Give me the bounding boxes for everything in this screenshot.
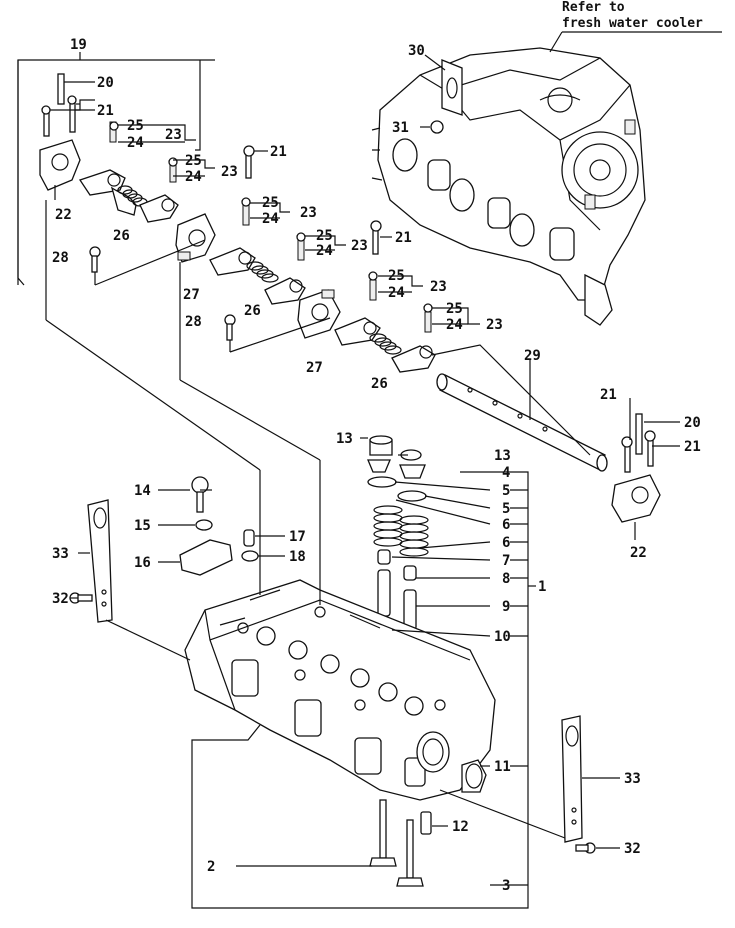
callout-27a: 27 [183, 287, 200, 303]
reference-note: Refer to fresh water cooler [562, 0, 703, 32]
callout-5a: 5 [502, 483, 510, 499]
rocker-support-27-b [297, 289, 341, 339]
callout-25f: 25 [446, 301, 463, 317]
callout-32b: 32 [624, 841, 641, 857]
lifting-bracket-right [561, 715, 596, 854]
callout-24d: 24 [316, 243, 333, 259]
callout-33b: 33 [624, 771, 641, 787]
callout-23f: 23 [486, 317, 503, 333]
callout-25d: 25 [316, 228, 333, 244]
callout-labels: 1 2 3 4 5 5 6 6 7 8 9 10 11 12 13 13 14 … [52, 37, 701, 894]
callout-9: 9 [502, 599, 510, 615]
callout-16: 16 [134, 555, 151, 571]
callout-23b: 23 [221, 164, 238, 180]
stud-bolts [41, 73, 95, 137]
callout-28b: 28 [185, 314, 202, 330]
injector-clamp-parts [179, 476, 259, 576]
callout-11: 11 [494, 759, 511, 775]
rocker-arm-set-3 [334, 271, 436, 373]
callout-26c: 26 [371, 376, 388, 392]
rocker-support-left [39, 139, 81, 200]
callout-8: 8 [502, 571, 510, 587]
callout-25a: 25 [127, 118, 144, 134]
fresh-water-cooler-housing [371, 47, 646, 326]
callout-24f: 24 [446, 317, 463, 333]
callout-23c: 23 [300, 205, 317, 221]
leader-lines [45, 54, 680, 909]
callout-1: 1 [538, 579, 546, 595]
callout-2: 2 [207, 859, 215, 875]
callout-31: 31 [392, 120, 409, 136]
rocker-group-bracket [17, 52, 215, 286]
bolt-28-left [89, 246, 101, 285]
rocker-arm-set-2 [209, 197, 306, 305]
lifting-bracket-left [69, 499, 113, 623]
callout-6b: 6 [502, 535, 510, 551]
callout-23d: 23 [351, 238, 368, 254]
callout-14: 14 [134, 483, 151, 499]
rocker-arm-set-1 [78, 121, 179, 223]
rocker-shaft [431, 344, 608, 472]
callout-17: 17 [289, 529, 306, 545]
callout-22a: 22 [55, 207, 72, 223]
callout-12: 12 [452, 819, 469, 835]
callout-21a: 21 [97, 103, 114, 119]
callout-22b: 22 [630, 545, 647, 561]
callout-10: 10 [494, 629, 511, 645]
callout-20a: 20 [97, 75, 114, 91]
callout-24a: 24 [127, 135, 144, 151]
bolt-28-right [224, 314, 236, 352]
callout-24b: 24 [185, 169, 202, 185]
callout-13b: 13 [494, 448, 511, 464]
callout-29: 29 [524, 348, 541, 364]
callout-18: 18 [289, 549, 306, 565]
callout-23e: 23 [430, 279, 447, 295]
callout-6a: 6 [502, 517, 510, 533]
callout-23a: 23 [165, 127, 182, 143]
callout-21d: 21 [600, 387, 617, 403]
callout-7: 7 [502, 553, 510, 569]
rocker-support-right [611, 413, 661, 523]
bolt-21-right-head [370, 220, 382, 232]
callout-30: 30 [408, 43, 425, 59]
rocker-support-27-a [175, 213, 216, 263]
callout-32a: 32 [52, 591, 69, 607]
bolt-21-right [372, 227, 379, 255]
callout-25c: 25 [262, 195, 279, 211]
callout-19: 19 [70, 37, 87, 53]
bolt-21-mid-head [243, 145, 255, 157]
callout-24c: 24 [262, 211, 279, 227]
callout-26b: 26 [244, 303, 261, 319]
callout-21b: 21 [270, 144, 287, 160]
callout-26a: 26 [113, 228, 130, 244]
callout-15: 15 [134, 518, 151, 534]
callout-24e: 24 [388, 285, 405, 301]
callout-5b: 5 [502, 501, 510, 517]
reference-note-line2: fresh water cooler [562, 16, 703, 31]
callout-21c: 21 [395, 230, 412, 246]
cylinder-head [184, 579, 496, 801]
callout-20b: 20 [684, 415, 701, 431]
valves [369, 799, 432, 887]
callout-27b: 27 [306, 360, 323, 376]
callout-21e: 21 [684, 439, 701, 455]
callout-4: 4 [502, 465, 510, 481]
callout-25e: 25 [388, 268, 405, 284]
callout-28a: 28 [52, 250, 69, 266]
callout-25b: 25 [185, 153, 202, 169]
reference-note-line1: Refer to [562, 0, 625, 15]
callout-3: 3 [502, 878, 510, 894]
callout-33a: 33 [52, 546, 69, 562]
callout-13a: 13 [336, 431, 353, 447]
valve-train-components [367, 435, 429, 631]
